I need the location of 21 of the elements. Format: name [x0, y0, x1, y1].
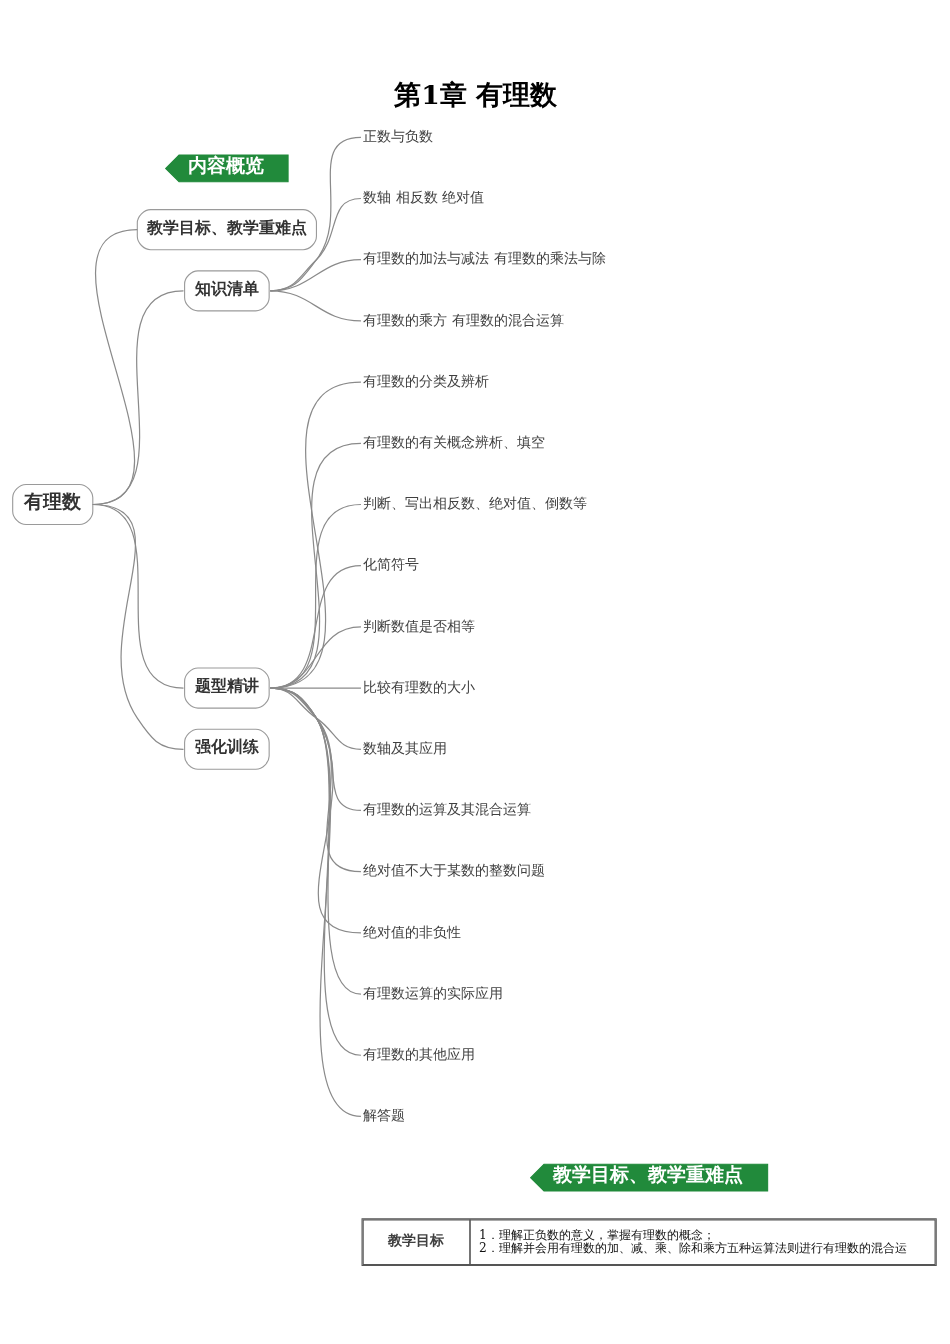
label: 2．理解并会用有理数的加、减、乘、除和乘方五种运算法则进行有理数的混合运	[478, 1240, 907, 1255]
diagram-title: 第1章 有理数	[394, 78, 558, 110]
node-text: 绝对值的非负性	[363, 923, 462, 940]
node-text: 数轴及其应用	[363, 739, 448, 756]
node-text: 有理数运算的实际应用	[363, 984, 504, 1001]
node-text: 有理数的其他应用	[363, 1045, 476, 1062]
node-text: 解答题	[363, 1106, 406, 1123]
node-text: 判断、写出相反数、绝对值、倒数等	[363, 494, 588, 511]
node-text: 数轴 相反数 绝对值	[363, 188, 485, 205]
node-text: 有理数的乘方 有理数的混合运算	[363, 311, 564, 328]
node-text: 绝对值不大于某数的整数问题	[363, 861, 546, 878]
node-text: 判断数值是否相等	[363, 617, 476, 634]
node-text: 比较有理数的大小	[363, 678, 476, 695]
node-text: 化简符号	[363, 555, 420, 572]
node-text: 正数与负数	[363, 127, 434, 144]
node-text: 有理数的分类及辨析	[363, 372, 490, 389]
node-text: 有理数的有关概念辨析、填空	[363, 433, 546, 450]
label: 1．理解正负数的意义，掌握有理数的概念；	[478, 1227, 715, 1242]
label: 教学目标	[387, 1231, 444, 1248]
node-text: 有理数的运算及其混合运算	[363, 800, 532, 817]
node-text: 有理数的加法与减法 有理数的乘法与除	[363, 249, 606, 266]
